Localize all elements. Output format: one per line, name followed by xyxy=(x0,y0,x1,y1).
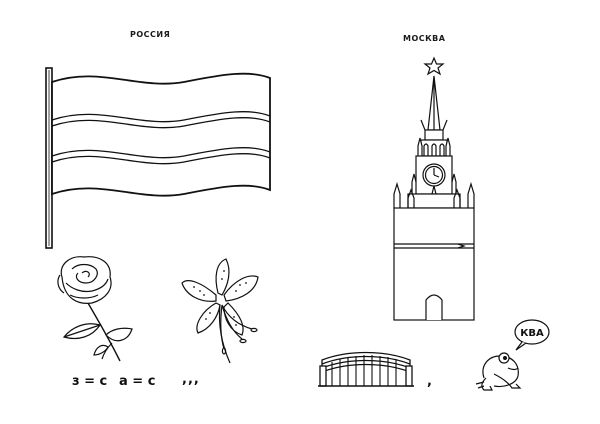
rose-icon xyxy=(48,255,138,367)
lily-icon xyxy=(176,255,276,365)
bridge-icon xyxy=(318,348,414,388)
rose-clue-1: з = с xyxy=(72,374,108,389)
city-caption: МОСКВА xyxy=(403,34,446,43)
spasskaya-tower-icon xyxy=(388,56,480,323)
speech-bubble xyxy=(514,319,550,345)
rose-clue-2: а = с xyxy=(119,374,156,389)
frog-icon: КВА xyxy=(474,318,554,394)
russian-flag-icon xyxy=(44,60,284,255)
frog-speech: КВА xyxy=(520,328,544,339)
country-caption: РОССИЯ xyxy=(130,30,171,39)
lily-clue: ,,, xyxy=(182,372,200,387)
bridge-clue: , xyxy=(427,374,432,389)
